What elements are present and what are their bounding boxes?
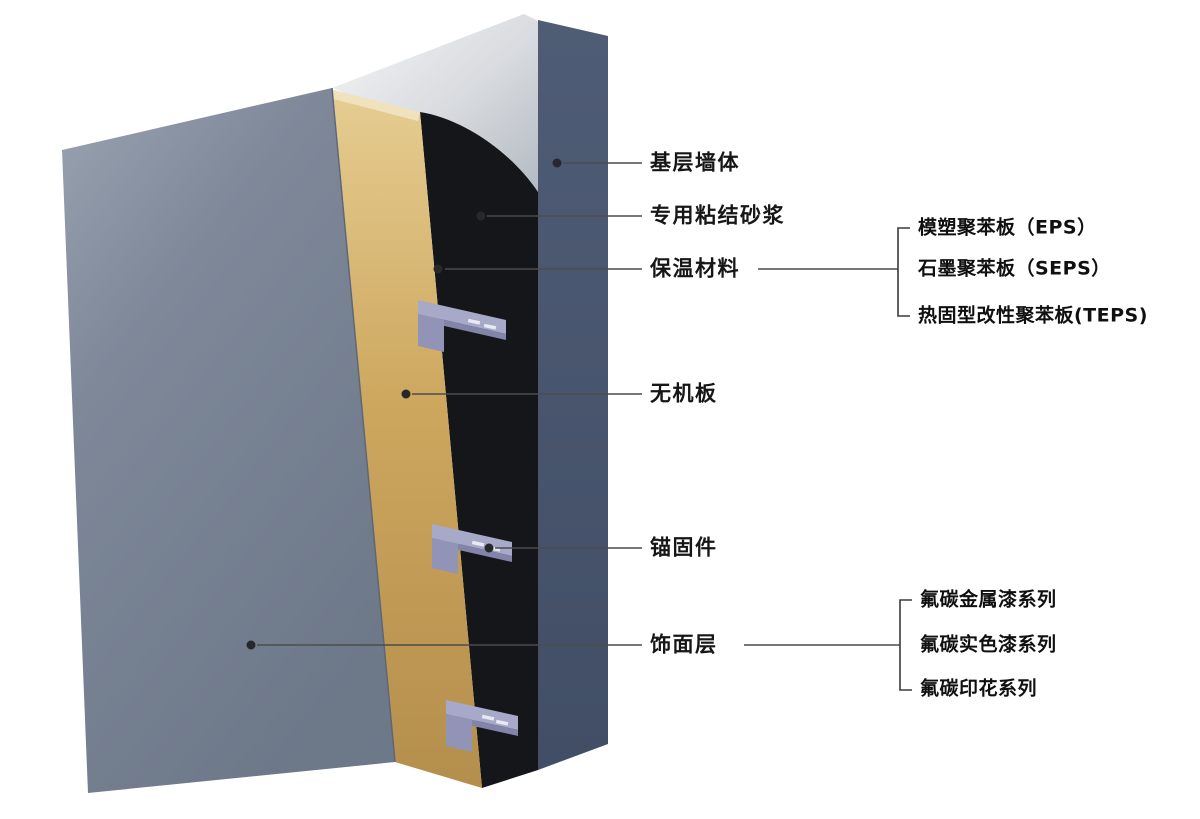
top-surface	[332, 14, 538, 192]
callout-dot-finish	[246, 640, 256, 650]
base-wall-layer	[538, 20, 608, 770]
label-finish-series-metal: 氟碳金属漆系列	[920, 588, 1057, 611]
label-insulation-type-seps: 石墨聚苯板（SEPS）	[918, 257, 1111, 280]
panel-edge-line	[331, 87, 396, 763]
insulation-layer	[333, 90, 482, 788]
callout-dot-insulation	[433, 264, 443, 274]
anchor-bracket	[418, 300, 506, 352]
label-finish: 饰面层	[650, 632, 718, 657]
label-finish-series-solid: 氟碳实色漆系列	[920, 633, 1057, 656]
label-anchor: 锚固件	[650, 535, 718, 560]
callout-dot-inorganic-board	[401, 389, 411, 399]
front-finish-panel	[62, 88, 395, 793]
label-insulation: 保温材料	[650, 256, 740, 281]
callout-dot-anchor	[484, 543, 494, 553]
label-inorganic-board: 无机板	[650, 381, 718, 406]
label-insulation-type-teps: 热固型改性聚苯板(TEPS)	[918, 304, 1148, 327]
insulation-options-bracket	[897, 227, 910, 317]
callout-dot-base-wall	[552, 158, 562, 168]
anchor-bracket	[446, 700, 518, 752]
label-insulation-type-eps: 模塑聚苯板（EPS）	[918, 216, 1097, 239]
label-finish-series-print: 氟碳印花系列	[920, 677, 1038, 700]
label-base-wall: 基层墙体	[650, 150, 740, 175]
finish-options-bracket	[899, 599, 912, 691]
insulation-top-edge	[333, 90, 420, 121]
callout-dot-bonding-mortar	[476, 211, 486, 221]
label-bonding-mortar: 专用粘结砂浆	[650, 203, 785, 228]
cavity-layer	[420, 112, 538, 788]
